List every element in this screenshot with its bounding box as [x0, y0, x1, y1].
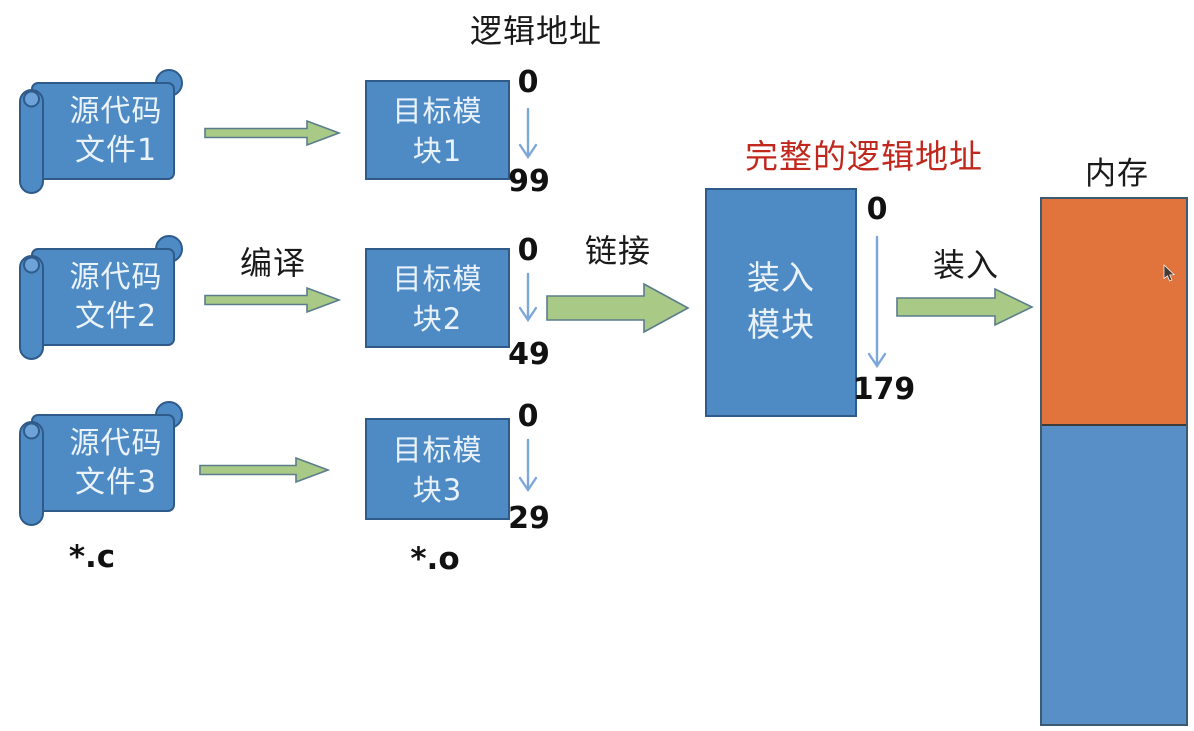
load-label: 装入	[932, 246, 999, 284]
object-extension-label: *.o	[410, 541, 460, 577]
source-extension-label: *.c	[68, 539, 116, 575]
load-module-start-address: 0	[866, 192, 888, 227]
source-file-3-label: 源代码 文件3	[69, 426, 163, 500]
load-module-box: 装入 模块	[705, 188, 857, 417]
module-2-start-address: 0	[517, 233, 539, 268]
module-3-range-arrow-icon	[518, 438, 538, 493]
source-file-2-label: 源代码 文件2	[69, 260, 163, 334]
mouse-cursor-icon	[1163, 264, 1176, 282]
object-module-2-box: 目标模 块2	[365, 248, 510, 348]
source-file-3-scroll: 源代码 文件3	[16, 398, 188, 534]
memory-allocated-region	[1042, 199, 1186, 426]
module-3-start-address: 0	[517, 399, 539, 434]
module-2-end-address: 49	[508, 337, 550, 372]
memory-title: 内存	[1085, 156, 1149, 192]
object-module-1-box: 目标模 块1	[365, 80, 510, 180]
source-file-2-scroll: 源代码 文件2	[16, 232, 188, 368]
module-1-range-arrow-icon	[518, 107, 538, 160]
link-arrow-icon	[546, 282, 690, 334]
load-module-range-arrow-icon	[867, 235, 887, 369]
source-file-1-label: 源代码 文件1	[69, 94, 163, 168]
link-label: 链接	[584, 232, 651, 270]
complete-logical-address-title: 完整的逻辑地址	[745, 137, 983, 176]
logical-address-title: 逻辑地址	[469, 12, 602, 50]
compile-label: 编译	[239, 244, 306, 282]
compile-arrow-3-icon	[199, 456, 331, 484]
module-1-end-address: 99	[508, 164, 550, 199]
load-arrow-icon	[896, 287, 1034, 327]
module-2-range-arrow-icon	[518, 272, 538, 323]
compile-arrow-1-icon	[204, 119, 342, 147]
memory-box	[1040, 197, 1188, 726]
module-3-end-address: 29	[508, 501, 550, 536]
source-file-1-scroll: 源代码 文件1	[16, 66, 188, 202]
compile-arrow-2-icon	[204, 286, 342, 314]
module-1-start-address: 0	[517, 65, 539, 100]
load-module-end-address: 179	[852, 372, 916, 407]
object-module-3-box: 目标模 块3	[365, 418, 510, 520]
